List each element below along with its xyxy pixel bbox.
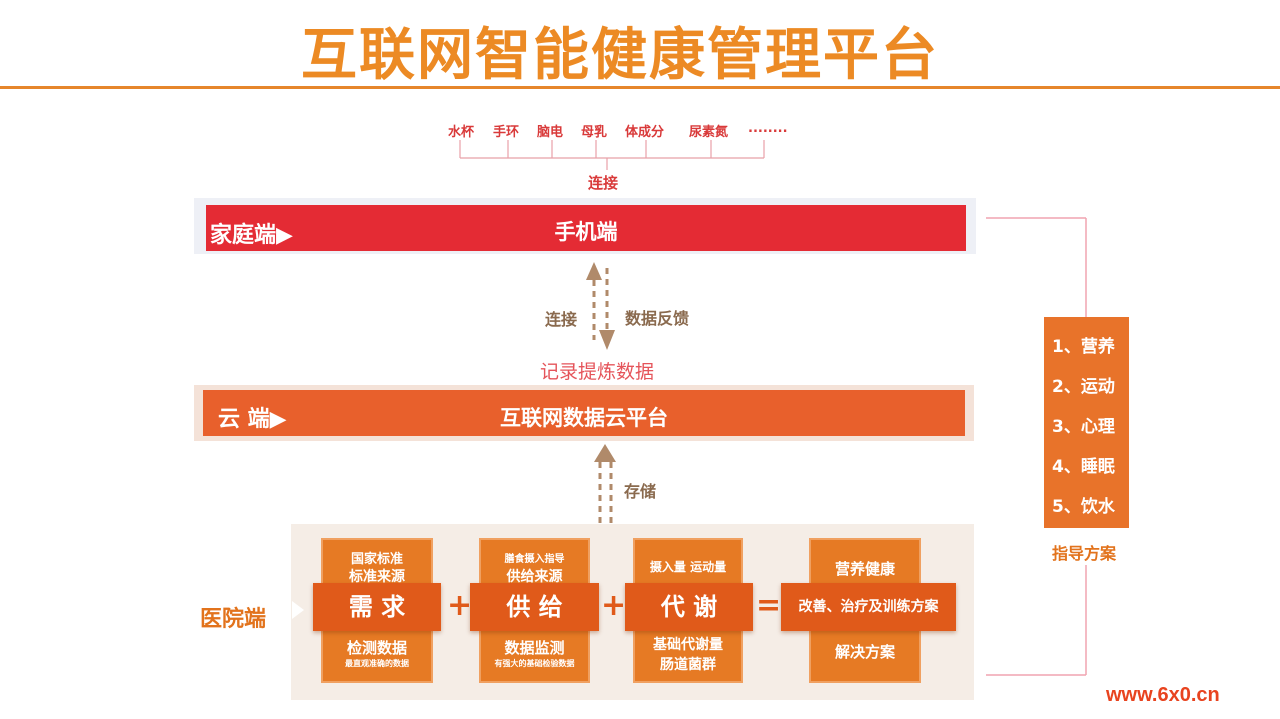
hospital-label: 医院端: [200, 607, 267, 632]
record-data-label: 记录提炼数据: [540, 361, 655, 383]
metabolism-bottom-line1: 基础代谢量: [653, 637, 723, 653]
demand-bottom-line2: 最直观准确的数据: [345, 659, 409, 668]
plus-operator-1: +: [447, 588, 473, 623]
supply-top-line2: 供给来源: [506, 569, 563, 585]
connect-up-label: 连接: [545, 310, 578, 329]
guidance-item-sleep: 4、睡眠: [1052, 457, 1115, 477]
guidance-label: 指导方案: [1052, 544, 1117, 563]
guidance-box: [1044, 317, 1129, 528]
home-side-label: 家庭端▶: [210, 223, 293, 248]
page-title: 互联网智能健康管理平台: [301, 23, 939, 88]
solution-top-line1: 营养健康: [834, 560, 895, 578]
guidance-item-exercise: 2、运动: [1052, 377, 1115, 397]
data-feedback-label: 数据反馈: [625, 309, 690, 328]
solution-band: 改善、治疗及训练方案: [781, 583, 956, 631]
hospital-pointer-icon: [292, 601, 304, 619]
demand-top-line1: 国家标准: [350, 552, 403, 567]
demand-band: 需 求: [313, 583, 441, 631]
device-eeg: 脑电: [537, 125, 564, 140]
supply-band: 供 给: [470, 583, 599, 631]
device-body-composition: 体成分: [625, 125, 665, 140]
supply-top-line1: 膳食摄入指导: [504, 554, 565, 565]
device-band: 手环: [493, 125, 520, 140]
cloud-center-label: 互联网数据云平台: [500, 406, 668, 430]
demand-top-line2: 标准来源: [349, 569, 405, 585]
plus-operator-2: +: [601, 588, 627, 623]
device-cup: 水杯: [448, 125, 475, 140]
metabolism-top-line1: 摄入量 运动量: [649, 560, 727, 574]
storage-label: 存储: [624, 482, 657, 501]
supply-bottom-line1: 数据监测: [504, 639, 565, 657]
title-divider: [0, 86, 1280, 89]
bidirectional-arrow: [592, 268, 609, 340]
guidance-item-nutrition: 1、营养: [1052, 337, 1115, 357]
guidance-item-water: 5、饮水: [1052, 497, 1115, 517]
storage-arrow: [598, 462, 613, 524]
device-urea-nitrogen: 尿素氮: [689, 125, 729, 140]
device-more: ........: [748, 121, 788, 136]
equals-operator: =: [756, 588, 782, 623]
watermark: www.6x0.cn: [1106, 684, 1220, 706]
metabolism-band: 代 谢: [625, 583, 753, 631]
demand-bottom-line1: 检测数据: [346, 639, 407, 657]
guidance-item-psychology: 3、心理: [1052, 417, 1115, 437]
device-breastmilk: 母乳: [581, 125, 608, 140]
solution-bottom-line1: 解决方案: [834, 643, 895, 661]
metabolism-bottom-line2: 肠道菌群: [660, 657, 716, 673]
device-connect-label: 连接: [588, 174, 619, 192]
cloud-bar: [203, 390, 965, 436]
home-bar: [206, 205, 966, 251]
cloud-side-label: 云 端▶: [218, 407, 287, 432]
supply-bottom-line2: 有强大的基础检验数据: [494, 659, 575, 668]
home-center-label: 手机端: [554, 220, 618, 244]
